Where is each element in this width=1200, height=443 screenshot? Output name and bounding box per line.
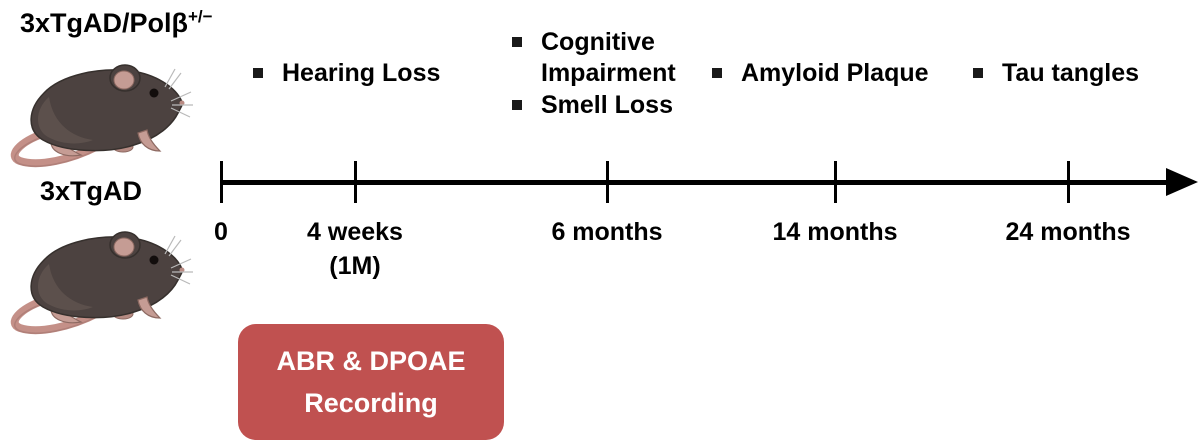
tick-label-main: 24 months (1005, 218, 1131, 246)
milestone-label: Tau tangles (1002, 59, 1140, 87)
group-label-top: 3xTgAD/Polβ+/− (20, 8, 213, 39)
tick-mark-14-months (834, 161, 837, 203)
group-label-bottom: 3xTgAD (40, 176, 142, 207)
milestone-hearing-loss: Hearing Loss (253, 58, 440, 89)
tick-label-24-months: 24 months (978, 215, 1158, 249)
milestone-amyloid-plaque: Amyloid Plaque (712, 58, 929, 89)
tick-label-4-weeks: 4 weeks (1M) (265, 215, 445, 283)
callout-line1: ABR & DPOAE (276, 346, 466, 376)
group-top-superscript: +/− (188, 7, 213, 26)
tick-label-sub: (1M) (329, 252, 381, 280)
timeline-arrowhead-icon (1166, 168, 1198, 196)
tick-label-14-months: 14 months (745, 215, 925, 249)
milestone-cognitive-impairment: Cognitive Impairment (512, 27, 706, 89)
mouse-illustration-top (5, 45, 195, 170)
milestone-tau-tangles: Tau tangles (973, 58, 1139, 89)
tick-label-main: 6 months (551, 218, 663, 246)
callout-line2: Recording (304, 388, 438, 418)
tick-mark-0 (220, 161, 223, 203)
group-top-text: 3xTgAD/Polβ (20, 8, 188, 38)
tick-mark-6-months (606, 161, 609, 203)
bullet-square-icon (512, 37, 522, 47)
milestone-label: Hearing Loss (282, 59, 441, 87)
bullet-square-icon (712, 68, 722, 78)
milestone-label: Smell Loss (541, 91, 673, 119)
tick-label-main: 14 months (772, 218, 898, 246)
milestone-smell-loss: Smell Loss (512, 90, 673, 121)
tick-label-0: 0 (131, 215, 311, 249)
tick-label-main: 4 weeks (307, 218, 403, 246)
tick-label-main: 0 (214, 218, 228, 246)
bullet-square-icon (512, 100, 522, 110)
bullet-square-icon (253, 68, 263, 78)
milestone-label: Cognitive Impairment (541, 28, 676, 87)
milestone-label: Amyloid Plaque (741, 59, 929, 87)
tick-mark-4-weeks (354, 161, 357, 203)
tick-label-6-months: 6 months (517, 215, 697, 249)
abr-dpoae-recording-callout: ABR & DPOAE Recording (238, 324, 504, 440)
tick-mark-24-months (1067, 161, 1070, 203)
bullet-square-icon (973, 68, 983, 78)
timeline-axis (221, 180, 1169, 185)
group-bottom-text: 3xTgAD (40, 176, 143, 206)
